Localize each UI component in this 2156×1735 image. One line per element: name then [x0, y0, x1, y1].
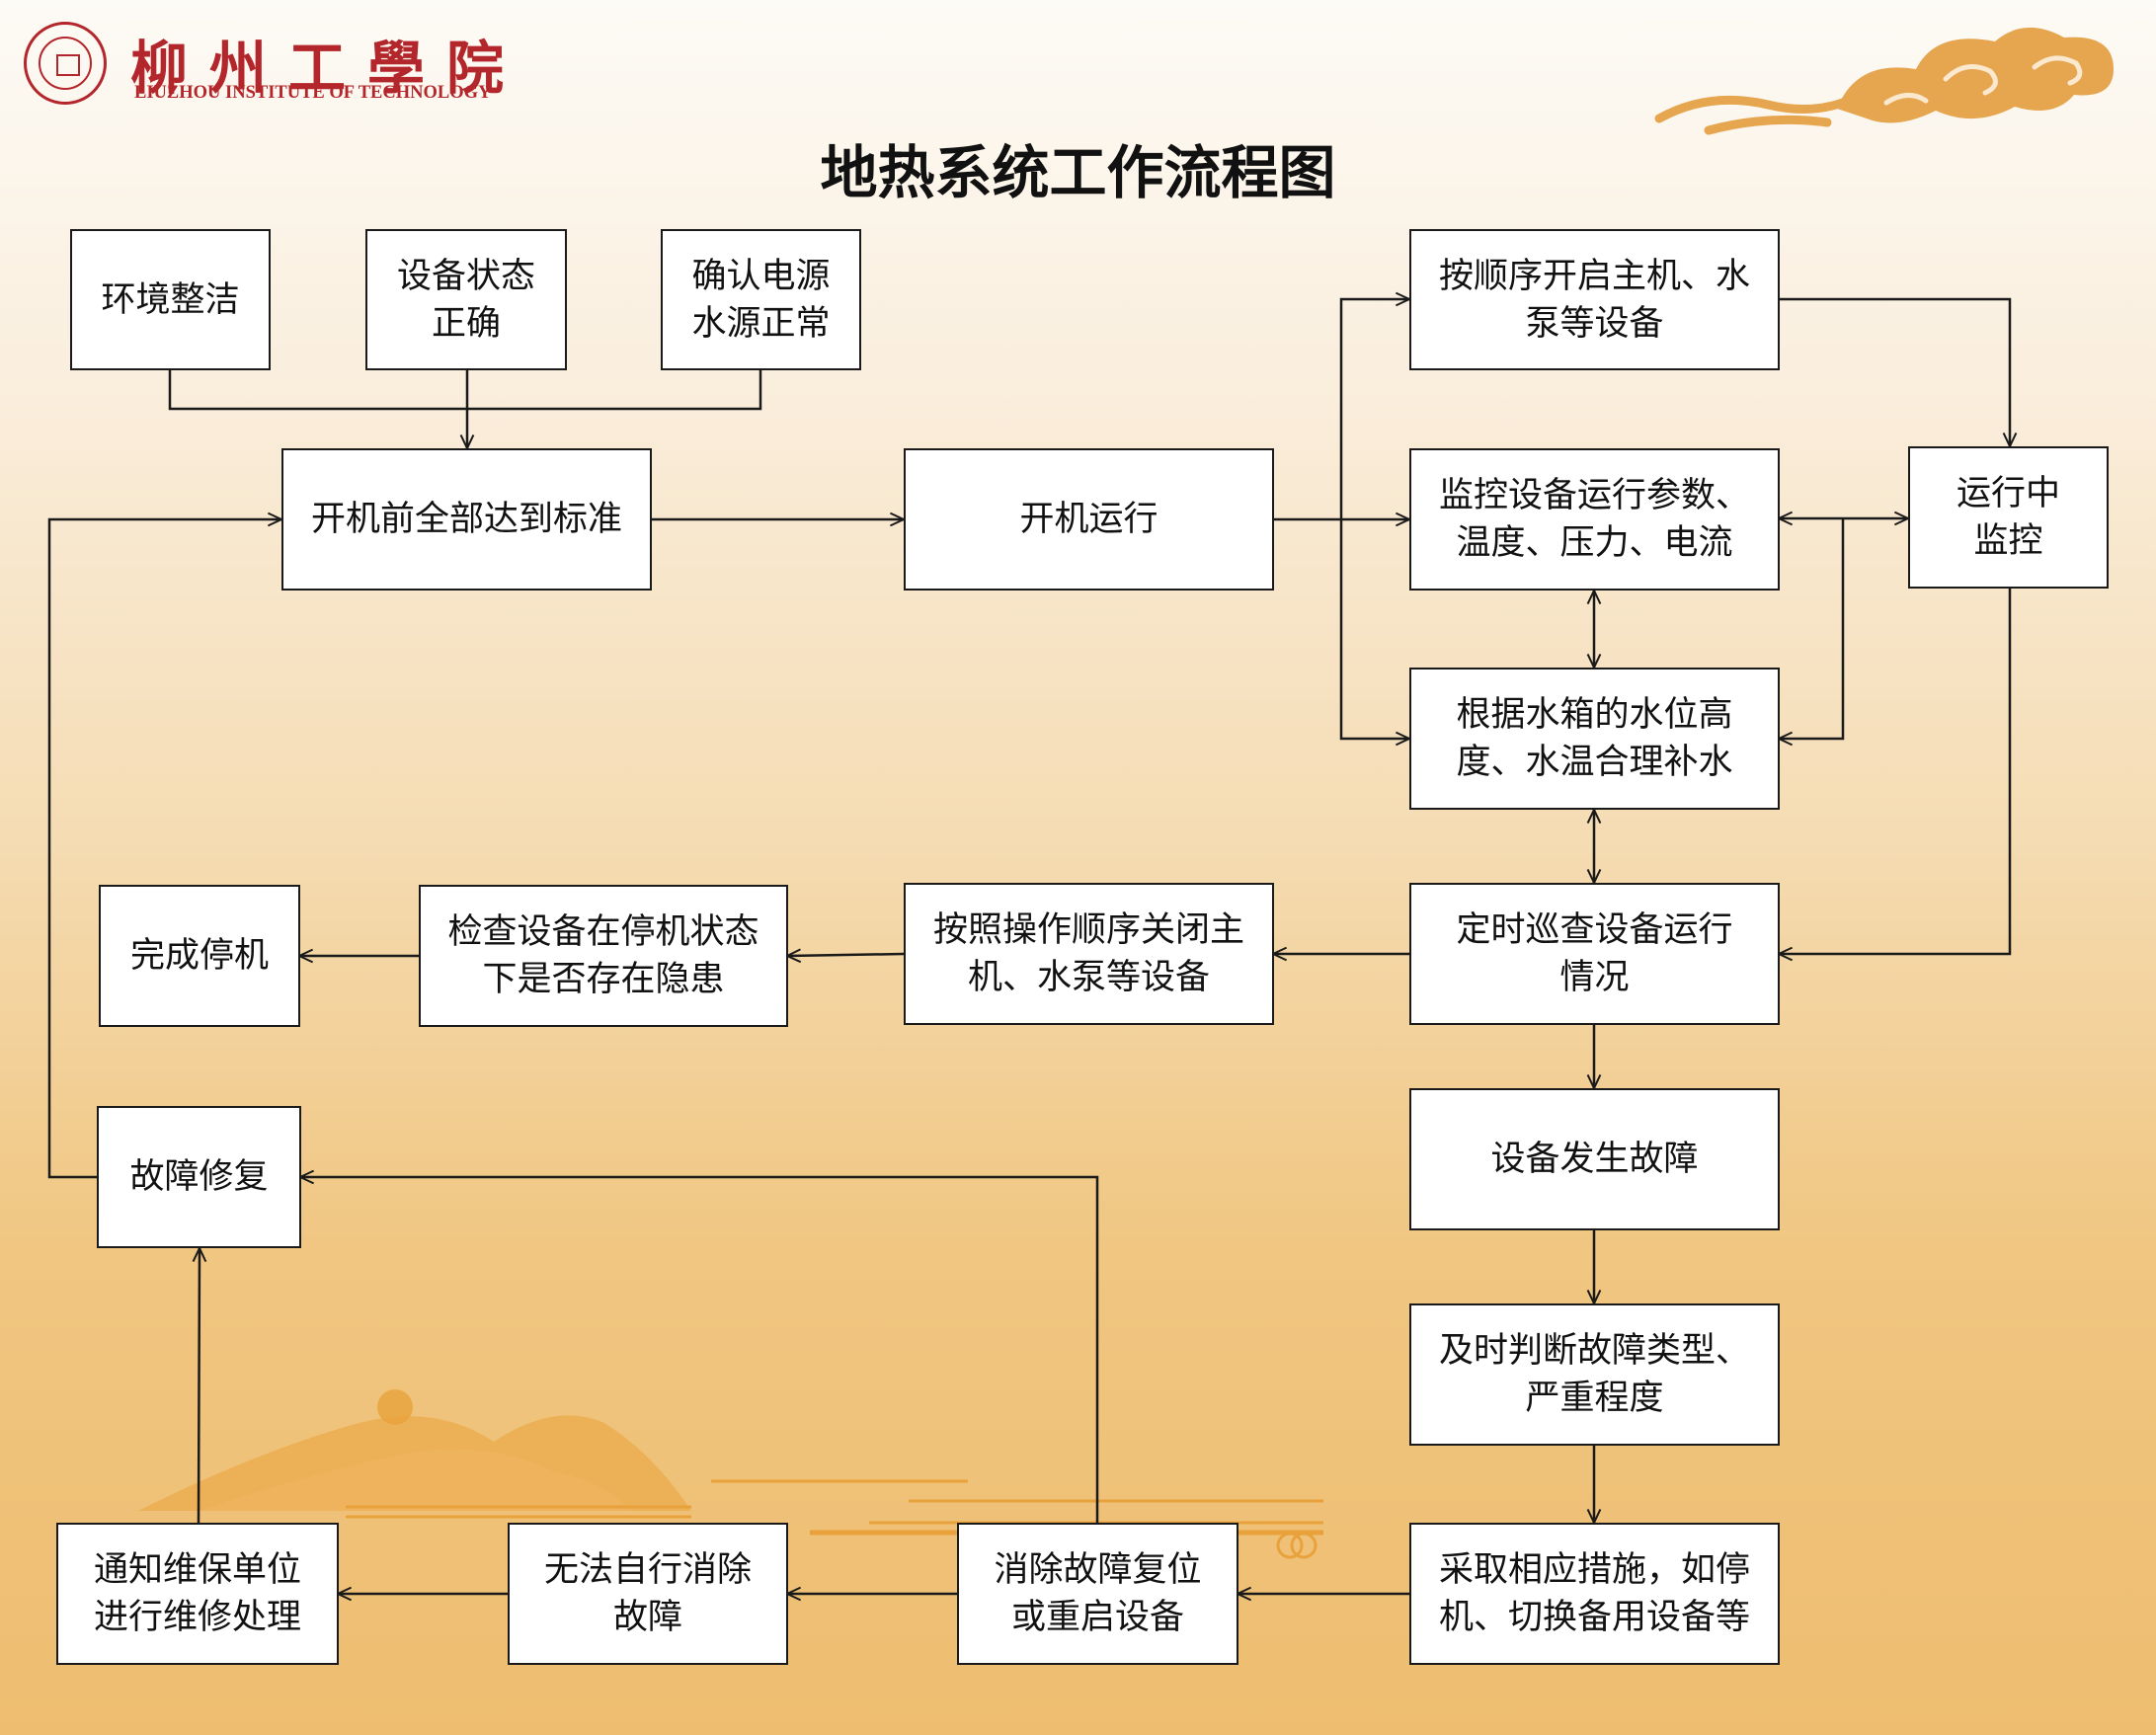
node-shutdown-sequence: 按照操作顺序关闭主 机、水泵等设备 — [904, 883, 1274, 1025]
institute-seal-logo — [24, 22, 107, 105]
edge-repair-to-standard — [47, 519, 281, 1179]
logo-chinese-name: 柳州工學院 — [130, 35, 526, 102]
node-fault-occurs: 设备发生故障 — [1409, 1088, 1780, 1230]
edge-startup-to-water — [1339, 519, 1409, 739]
node-all-standard: 开机前全部达到标准 — [281, 448, 652, 591]
seal-inner-ring — [39, 37, 92, 90]
node-fault-repair: 故障修复 — [97, 1106, 301, 1248]
node-equip-ok: 设备状态 正确 — [365, 229, 567, 370]
edge-notify-to-repair — [199, 1248, 200, 1524]
node-water-supply: 根据水箱的水位高 度、水温合理补水 — [1409, 668, 1780, 810]
node-startup: 开机运行 — [904, 448, 1274, 591]
node-notify-maintenance: 通知维保单位 进行维修处理 — [56, 1523, 339, 1665]
cloud-decoration — [1654, 27, 2114, 135]
logo-english-name: LIUZHOU INSTITUTE OF TECHNOLOGY — [134, 83, 492, 103]
node-start-sequence: 按顺序开启主机、水 泵等设备 — [1409, 229, 1780, 370]
edge-startup-to-sequence — [1339, 299, 1409, 519]
node-take-measures: 采取相应措施，如停 机、切换备用设备等 — [1409, 1523, 1780, 1665]
mountain-decoration — [138, 1389, 1323, 1559]
node-reset-restart: 消除故障复位 或重启设备 — [957, 1523, 1238, 1665]
node-judge-fault: 及时判断故障类型、 严重程度 — [1409, 1303, 1780, 1446]
page-title: 地热系统工作流程图 — [820, 139, 1336, 206]
node-complete-shutdown: 完成停机 — [99, 885, 300, 1027]
node-env-clean: 环境整洁 — [70, 229, 271, 370]
edge-running-to-periodic — [1779, 589, 2012, 954]
node-check-hazards: 检查设备在停机状态 下是否存在隐患 — [419, 885, 788, 1027]
edge-shutdown-to-hazards — [787, 954, 905, 956]
node-periodic-check: 定时巡查设备运行 情况 — [1409, 883, 1780, 1025]
edge-reset-to-repair — [300, 1177, 1099, 1523]
node-running-monitor: 运行中 监控 — [1908, 446, 2109, 589]
node-power-water: 确认电源 水源正常 — [661, 229, 861, 370]
node-cannot-fix: 无法自行消除 故障 — [508, 1523, 788, 1665]
edge-sequence-to-running — [1779, 297, 2010, 446]
edge-env-merge — [168, 369, 762, 411]
edge-running-to-water — [1779, 518, 1845, 739]
seal-gate-emblem — [56, 54, 80, 76]
node-monitor-params: 监控设备运行参数、 温度、压力、电流 — [1409, 448, 1780, 591]
